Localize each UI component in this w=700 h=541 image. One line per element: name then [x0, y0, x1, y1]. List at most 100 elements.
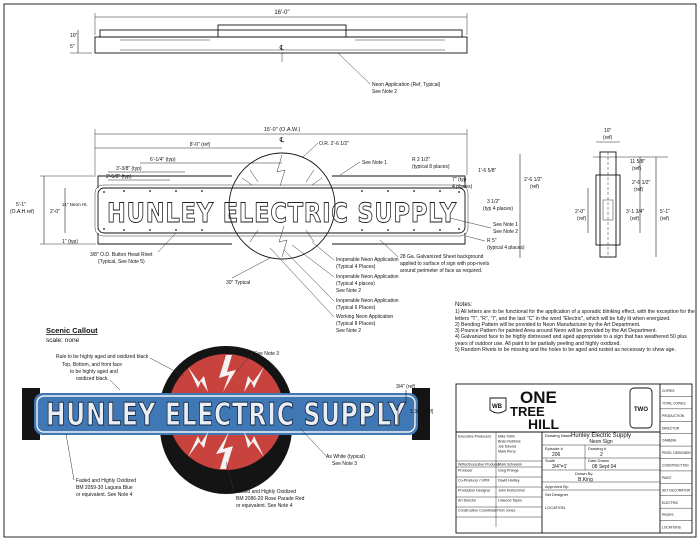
- inop2-note-3: See Note 2: [336, 288, 361, 294]
- callout-title: Scenic Callout: [46, 326, 98, 335]
- dim-338: 3'-3/8" (typ): [116, 166, 142, 172]
- dim-2612: 2'-6 1/2": [524, 177, 543, 183]
- svg-text:℄: ℄: [279, 45, 285, 52]
- date-value: 08 Sept 04: [592, 464, 616, 470]
- scale-label: Scale: [545, 458, 556, 463]
- side-dim-51: 5'-1": [660, 209, 670, 215]
- callout-blue-band: [34, 393, 418, 435]
- dept-label: PROPS: [662, 513, 674, 517]
- credit-name: Joe Davola: [498, 445, 516, 449]
- credit-name: Linwood Taylor: [498, 499, 523, 503]
- note-5: 5) Random Rivets to be missing and the h…: [455, 347, 676, 354]
- galv-note-2: applied to surface of sign with pop-rive…: [400, 261, 490, 267]
- note-1: 1) All letters are to be functional for …: [455, 309, 695, 322]
- dim-614: 6'-1/4" (typ): [150, 157, 176, 163]
- svg-text:℄: ℄: [279, 137, 285, 144]
- see-note1-right: See Note 1: [493, 222, 518, 228]
- dim-oah: 5'-1": [16, 202, 26, 208]
- note-2: 2) Bending Pattern will be provided to N…: [455, 321, 641, 328]
- credit-role: Art Director: [458, 499, 477, 503]
- callout-lettering: HUNLEY ELECTRIC SUPPLY: [46, 397, 406, 433]
- faded-red-note: Faded and Highly Oxidized: [236, 489, 296, 495]
- work-note-3: See Note 2: [336, 328, 361, 334]
- title-block: ONE TREE HILL WB TWO Executive Producers…: [455, 383, 693, 534]
- dept-label: CAMERA: [662, 439, 677, 443]
- see-note2-right: See Note 2: [493, 229, 518, 235]
- credit-name: Brian Robbins: [498, 440, 521, 444]
- dim-neon-ht: 11" Neon Ht.: [62, 202, 88, 207]
- note-4: 4) Galvanized face to be highly distress…: [455, 334, 687, 347]
- dim-30: 30" Typical: [226, 280, 250, 286]
- side-dim-2612b: (ref): [634, 187, 644, 193]
- drawing-name-2: Neon Sign: [589, 439, 613, 445]
- logo-hill: HILL: [528, 416, 560, 432]
- dim-8ft: 8'-0" (ref): [190, 142, 211, 148]
- credit-name: David Hartley: [498, 479, 520, 483]
- callout-lightning-icon: [188, 355, 264, 469]
- scenic-callout: Scenic Callout scale: none HUNLEY ELECTR…: [22, 326, 434, 509]
- sheet-border: [3, 3, 697, 538]
- credit-name: Greg Prange: [498, 469, 519, 473]
- white-note-2: See Note 3: [332, 461, 357, 467]
- work-note-2: (Typical 8 Places): [336, 321, 376, 327]
- set-designer-label: Set Designer: [545, 492, 569, 497]
- front-sign-panel: [97, 187, 466, 234]
- galv-note-3: around perimeter of face as required.: [400, 268, 482, 274]
- credit-name: Mark Schwahn: [498, 463, 522, 467]
- faded-red-note-3: or equivalent. See Note 4: [236, 503, 293, 509]
- galv-note: 28 Ga. Galvanized Sheet background: [400, 254, 484, 260]
- dept-label: TOTAL COPIES: [662, 401, 686, 405]
- dim-2ft: 2'-0": [50, 209, 60, 215]
- side-dim-3134b: (ref): [630, 216, 640, 222]
- drawn-by-label: Drawn By:: [575, 471, 593, 476]
- top-dim-5: 5": [70, 44, 75, 50]
- dept-label: CONSTRUCTION: [662, 464, 689, 468]
- faded-blue-note: Faded and Highly Oxidized: [76, 478, 136, 484]
- drawing-name-label: Drawing Name: [545, 433, 572, 438]
- side-dim-1158b: (ref): [632, 166, 642, 172]
- credit-name: Tom Jones: [498, 509, 516, 513]
- location-label: LOCATION: [545, 505, 565, 510]
- credit-name: John Kretschmer: [498, 489, 526, 493]
- dept-label: PRODUCTION: [662, 414, 685, 418]
- side-dim-3134: 3'-1 3/4": [626, 209, 645, 215]
- oaw-dim: 15'-0" (O.A.W.): [264, 127, 301, 133]
- episode-label: Episode #: [545, 446, 564, 451]
- dept-label: LOCATIONS: [662, 526, 682, 530]
- front-circle-face: [228, 152, 336, 260]
- season-badge: [629, 387, 653, 429]
- credit-role: Co-Producer / UPM: [458, 479, 489, 483]
- logo-two: TWO: [634, 407, 648, 413]
- top-see-note: See Note 2: [372, 89, 397, 95]
- logo-one: ONE: [520, 388, 557, 407]
- side-dim-1158: 11 5/8": [630, 159, 646, 165]
- logo-tree: TREE: [510, 404, 545, 419]
- dept-label: COPIES: [662, 389, 675, 393]
- side-dim-2612: 2'-6 1/2": [632, 180, 651, 186]
- dept-label: PAINT: [662, 476, 671, 480]
- logo-wb: WB: [492, 404, 503, 410]
- top-face-note-3: oxidized black.: [76, 376, 109, 382]
- dept-label: SET DECORATOR: [662, 488, 691, 492]
- dim-7: 7" (typ: [452, 177, 466, 183]
- faded-blue-note-3: or equivalent. See Note 4: [76, 492, 133, 498]
- dim-312b: (typ 4 places): [483, 206, 513, 212]
- top-neon-note: Neon Application (Ref, Typical): [372, 82, 441, 88]
- credit-role: Construction Coordinator: [458, 509, 499, 513]
- inop3-note: Inoperable Neon Application: [336, 298, 399, 304]
- r5-note-2: (typical 4 places): [487, 245, 525, 251]
- dim-258: 2'-5/8" (typ): [106, 174, 132, 180]
- dim-1in: 1" (typ): [62, 239, 78, 245]
- side-view: 10" (ref) 11 5/8" (ref) 2'-6 1/2" (ref) …: [575, 128, 670, 258]
- dim-oah-ref: (O.A.H.ref): [10, 209, 35, 215]
- side-dim-10: 10": [604, 128, 612, 134]
- top-face-note: Top, Bottom, and front face: [62, 362, 122, 368]
- side-dim-20: 2'-0": [575, 209, 585, 215]
- inop2-note: Inoperable Neon Application: [336, 274, 399, 280]
- inop1-note: Inoperable Neon Application: [336, 257, 399, 263]
- approved-by-label: Approved By:: [545, 484, 569, 489]
- episode-value: 206: [552, 452, 561, 458]
